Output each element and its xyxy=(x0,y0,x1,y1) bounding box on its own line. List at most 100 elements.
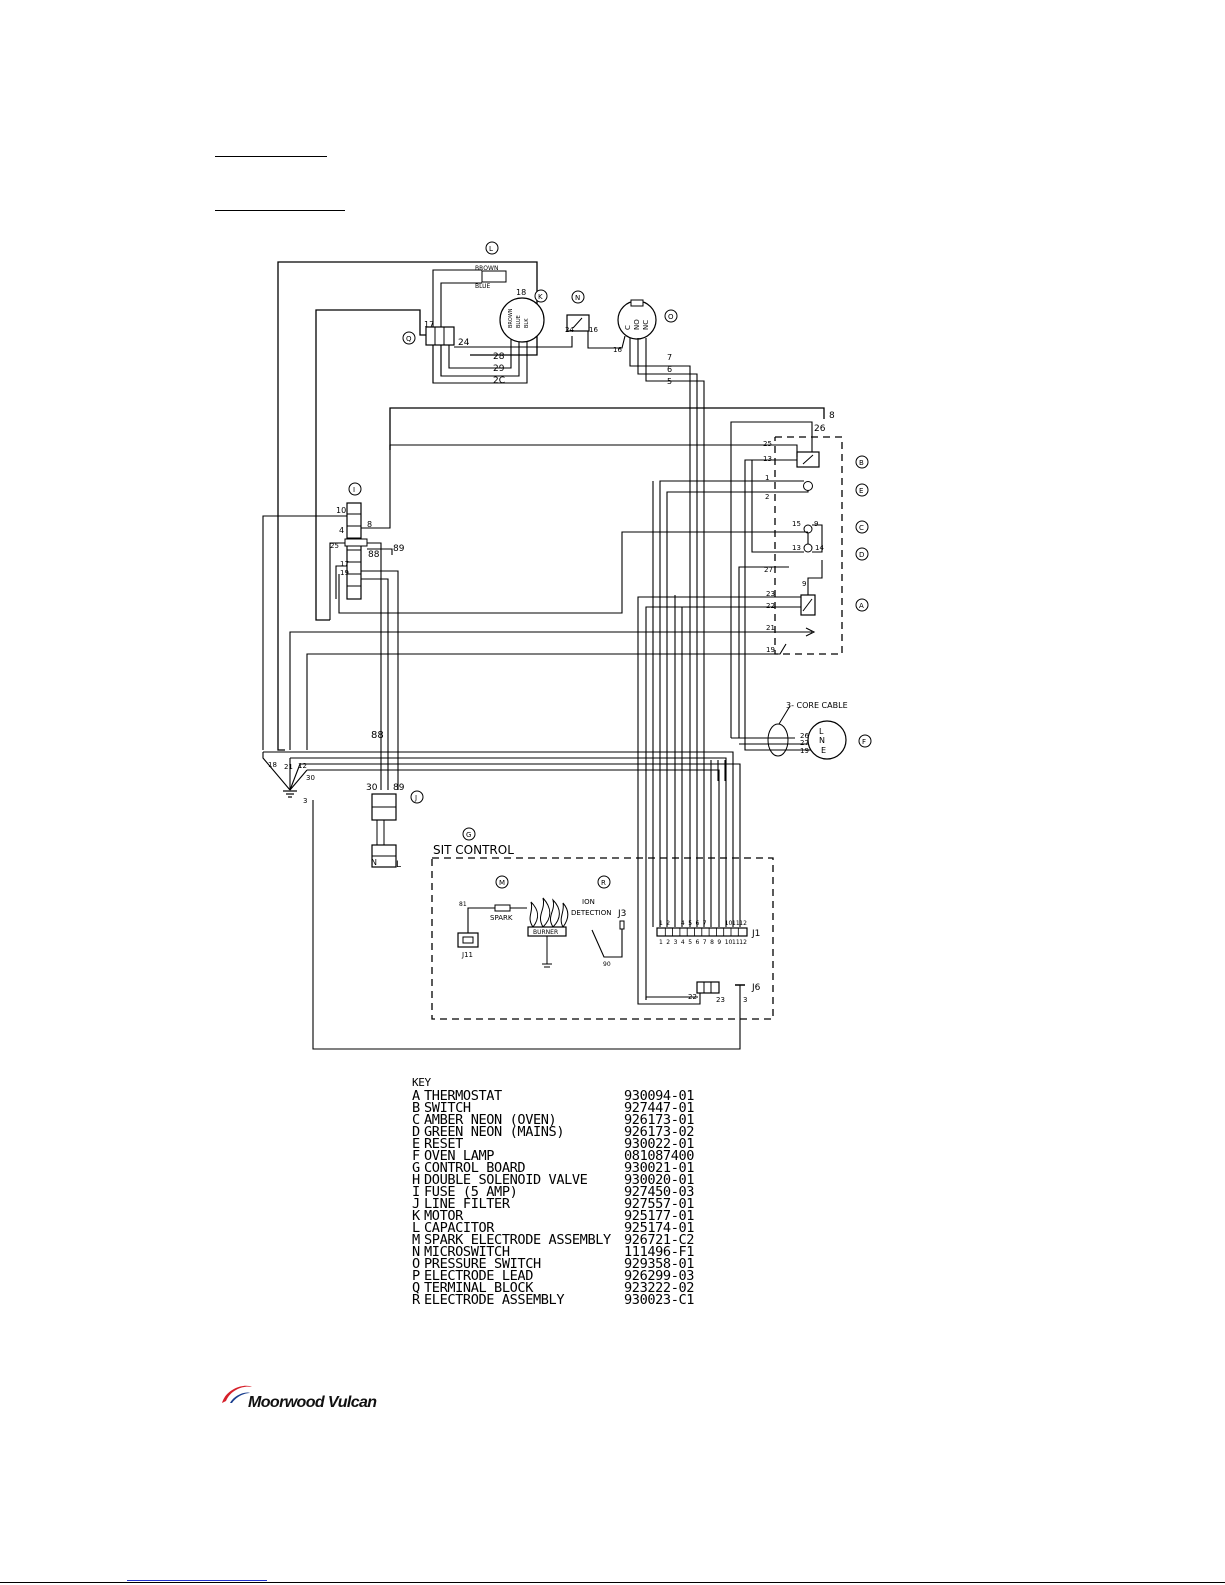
callout-m: M xyxy=(499,879,505,887)
wire-17-label: 17 xyxy=(424,320,434,329)
wire-9a-label: 9 xyxy=(814,520,818,528)
key-letter: K xyxy=(412,1208,420,1224)
ion-detection-label: DETECTION xyxy=(571,909,612,917)
wire-3b-label: 3 xyxy=(743,996,747,1004)
key-letter: D xyxy=(412,1124,420,1140)
callouts: L K N O Q I B E C D A F J G M R xyxy=(348,241,872,889)
wire-26-label: 26 xyxy=(814,424,826,434)
key-part-number: 925174-01 xyxy=(624,1220,695,1236)
wire-26b-label: 26 xyxy=(800,732,809,740)
j1-pin-bottom-label: 6 xyxy=(696,939,700,946)
filter-n-label: N xyxy=(371,858,377,867)
wire-81-label: 81 xyxy=(459,901,467,908)
j6-label: J6 xyxy=(751,983,761,993)
wire-3a-label: 3 xyxy=(303,797,307,805)
j1-pin-bottom-label: 3 xyxy=(674,939,678,946)
wire-10-label: 10 xyxy=(336,506,346,515)
key-part-number: 930022-01 xyxy=(624,1136,695,1152)
wire-21b-label: 21 xyxy=(284,763,293,771)
key-part-number: 925177-01 xyxy=(624,1208,695,1224)
key-description: ELECTRODE ASSEMBLY xyxy=(424,1294,565,1306)
callout-k: K xyxy=(538,293,543,301)
key-part-number: 930023-C1 xyxy=(624,1292,695,1308)
callout-f: F xyxy=(862,738,866,746)
wire-13b-label: 13 xyxy=(792,544,801,552)
microswitch-24-label: 24 xyxy=(565,326,574,334)
ion-label: ION xyxy=(582,898,595,906)
wire-5-label: 5 xyxy=(667,377,672,386)
key-part-number: 927447-01 xyxy=(624,1100,695,1116)
key-part-number: 081087400 xyxy=(624,1148,695,1164)
j1-pin-bottom-label: 4 xyxy=(681,939,685,946)
wire-9b-label: 9 xyxy=(802,580,806,588)
logo-swoosh-blue xyxy=(230,1392,250,1403)
wire-27b-label: 27 xyxy=(800,739,809,747)
wire-12-label: 12 xyxy=(298,762,307,770)
wire-30b-label: 30 xyxy=(306,774,315,782)
motor-wires: 28 29 2C xyxy=(432,335,528,386)
key-description: OVEN LAMP xyxy=(424,1150,495,1162)
terminal-block-q: 17 24 xyxy=(424,320,470,348)
key-description: CAPACITOR xyxy=(424,1222,495,1234)
heading-underline-2 xyxy=(215,210,345,211)
key-letter: G xyxy=(412,1160,420,1176)
wire-30a-label: 30 xyxy=(366,783,378,793)
key-description: TERMINAL BLOCK xyxy=(424,1282,533,1294)
main-harness: 88 xyxy=(263,481,741,927)
wire-13a-label: 13 xyxy=(763,455,772,463)
filter-l-label: L xyxy=(396,860,401,870)
callout-o: O xyxy=(668,313,674,321)
callout-g: G xyxy=(466,831,471,839)
wire-18-label: 18 xyxy=(268,761,277,769)
wire-2c-label: 2C xyxy=(493,376,505,386)
key-description: SWITCH xyxy=(424,1102,471,1114)
wire-6-label: 6 xyxy=(667,365,672,374)
key-description: MOTOR xyxy=(424,1210,463,1222)
motor-wire-blk: BLK xyxy=(524,318,530,328)
key-part-number: 926721-C2 xyxy=(624,1232,695,1248)
logo-text: Moorwood Vulcan xyxy=(248,1394,377,1411)
wire-19c-label: 19 xyxy=(800,747,809,755)
wire-24-label: 24 xyxy=(458,338,470,348)
callout-e: E xyxy=(859,487,863,495)
j1-pin-top-label: 10 xyxy=(725,920,733,927)
wire-19b-label: 19 xyxy=(340,569,349,577)
wire-1-label: 1 xyxy=(765,474,769,482)
callout-d: D xyxy=(859,551,864,559)
control-panel-box: 8 26 25 13 1 2 15 9 13 14 27 9 23 22 21 xyxy=(289,411,843,1000)
key-description: GREEN NEON (MAINS) xyxy=(424,1126,565,1138)
j3-label: J3 xyxy=(617,909,626,919)
j1-pin-top-label: 4 xyxy=(681,920,685,927)
wire-89b-label: 89 xyxy=(393,783,405,793)
wire-15-label: 15 xyxy=(792,520,801,528)
lamp-cable-label: 3- CORE CABLE xyxy=(786,701,848,710)
j1-pin-bottom-label: 8 xyxy=(710,939,714,946)
j1-pin-bottom-label: 2 xyxy=(666,939,670,946)
key-part-number: 111496-F1 xyxy=(624,1244,695,1260)
j1-pin-bottom-label: 5 xyxy=(688,939,692,946)
footer-link-underline[interactable] xyxy=(127,1580,267,1581)
key-description: THERMOSTAT xyxy=(424,1090,502,1102)
j1-pin-top-label: 12 xyxy=(739,920,747,927)
capacitor-blue-label: BLUE xyxy=(475,283,491,290)
lamp-n-label: N xyxy=(819,736,825,745)
motor-wire-blue: BLUE xyxy=(516,315,522,328)
wire-22b-label: 22 xyxy=(688,993,697,1001)
j1-pin-bottom-label: 9 xyxy=(717,939,721,946)
callout-j: J xyxy=(414,794,417,802)
callout-l: L xyxy=(489,245,493,253)
motor-number-label: 18 xyxy=(516,288,526,297)
wire-23b-label: 23 xyxy=(716,996,725,1004)
motor-wire-brown: BROWN xyxy=(508,308,514,328)
j1-pin-top-label: 7 xyxy=(703,920,707,927)
j1-pin-top-label: 5 xyxy=(688,920,692,927)
